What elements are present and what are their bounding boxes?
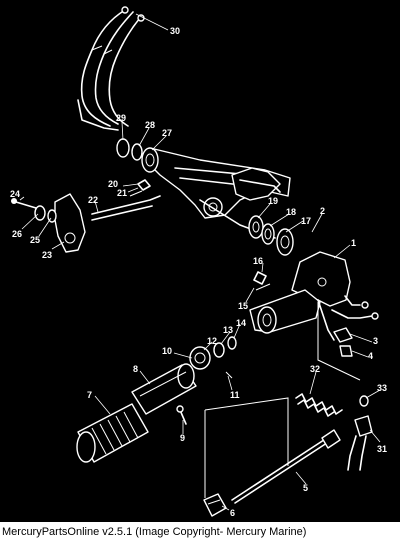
callout-label: 20 [108, 179, 118, 189]
callout-label: 21 [117, 188, 127, 198]
assembly-guide-lines [204, 302, 361, 498]
callout-label: 18 [286, 207, 296, 217]
shift-lever-housing [249, 251, 379, 341]
callout-labels: 30 29 28 27 20 21 22 24 26 25 23 19 18 1… [10, 26, 387, 518]
callout-label: 1 [351, 238, 356, 248]
shift-rod [231, 429, 341, 504]
neutral-switch [347, 395, 373, 471]
remote-control-cable [77, 6, 145, 131]
rod-connector-block [203, 493, 227, 517]
callout-label: 13 [223, 325, 233, 335]
callout-label: 11 [230, 390, 240, 400]
retainer-clip [253, 271, 271, 291]
screw [176, 405, 187, 425]
callout-label: 3 [373, 336, 378, 346]
callout-label: 9 [180, 433, 185, 443]
callout-label: 15 [238, 301, 248, 311]
callout-label: 2 [320, 206, 325, 216]
handle-grip [76, 403, 149, 463]
detent-parts [189, 336, 237, 379]
callout-label: 22 [88, 195, 98, 205]
callout-label: 25 [30, 235, 40, 245]
callout-label: 30 [170, 26, 180, 36]
callout-label: 23 [42, 250, 52, 260]
linkage-rod [91, 179, 161, 221]
callout-label: 31 [377, 444, 387, 454]
handle-sleeve [131, 363, 197, 415]
callout-label: 33 [377, 383, 387, 393]
callout-label: 26 [12, 229, 22, 239]
callout-label: 17 [301, 216, 311, 226]
washer-stack [248, 215, 294, 256]
callout-label: 4 [368, 351, 373, 361]
parts-diagram: 30 29 28 27 20 21 22 24 26 25 23 19 18 1… [0, 0, 400, 522]
callout-label: 7 [87, 390, 92, 400]
cable-end-fittings [116, 138, 159, 173]
callout-label: 19 [268, 196, 278, 206]
throttle-lever [11, 193, 86, 253]
callout-label: 27 [162, 128, 172, 138]
callout-label: 16 [253, 256, 263, 266]
callout-label: 10 [162, 346, 172, 356]
callout-label: 24 [10, 189, 20, 199]
bracket-fittings [333, 327, 353, 357]
callout-label: 28 [145, 120, 155, 130]
callout-label: 12 [207, 336, 217, 346]
callout-label: 14 [236, 318, 246, 328]
copyright-caption: MercuryPartsOnline v2.5.1 (Image Copyrig… [0, 522, 400, 542]
callout-label: 8 [133, 364, 138, 374]
exploded-view-drawing: 30 29 28 27 20 21 22 24 26 25 23 19 18 1… [10, 6, 387, 518]
spring [295, 393, 343, 417]
callout-label: 32 [310, 364, 320, 374]
callout-label: 5 [303, 483, 308, 493]
callout-label: 6 [230, 508, 235, 518]
callout-label: 29 [116, 113, 126, 123]
leader-lines [19, 13, 381, 511]
